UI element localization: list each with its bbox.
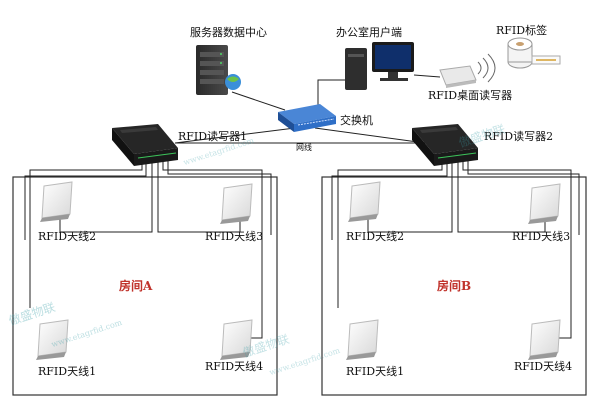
switch-label: 交换机 — [340, 114, 373, 127]
antenna-icon — [528, 319, 561, 360]
antenna-icon — [40, 181, 73, 222]
room-b-antenna-1-label: RFID天线1 — [346, 365, 405, 378]
antenna-icon — [346, 319, 379, 360]
antenna-icon — [348, 181, 381, 222]
antenna-icon — [220, 183, 253, 224]
rfid-reader-2-icon — [412, 124, 478, 166]
antenna-icon — [528, 183, 561, 224]
room-a-wall — [12, 176, 278, 396]
room-b-antennas — [346, 181, 561, 360]
room-a-label: 房间A — [119, 279, 153, 293]
desktop-reader-label: RFID桌面读写器 — [428, 89, 513, 102]
reader-1-label: RFID读写器1 — [178, 130, 248, 143]
room-a-antenna-1-label: RFID天线1 — [38, 365, 97, 378]
antenna-icon — [220, 319, 253, 360]
room-a-antennas — [36, 181, 253, 360]
room-b-antenna-4-label: RFID天线4 — [514, 360, 573, 373]
server-label: 服务器数据中心 — [190, 26, 267, 39]
cable-label: 网线 — [296, 143, 312, 152]
rfid-tag-icon — [507, 37, 561, 69]
server-icon — [196, 45, 241, 95]
room-b-antenna-3-label: RFID天线3 — [512, 230, 571, 243]
rfid-tag-label: RFID标签 — [496, 24, 548, 37]
desktop-reader-icon — [413, 53, 496, 88]
room-b-wall — [321, 176, 587, 396]
network-switch-icon — [278, 104, 336, 132]
room-b-label: 房间B — [437, 279, 472, 293]
room-a-antenna-4-label: RFID天线4 — [205, 360, 264, 373]
office-computer-icon — [345, 42, 414, 90]
reader-2-label: RFID读写器2 — [484, 130, 554, 143]
rfid-reader-1-icon — [112, 124, 178, 166]
room-b-antenna-2-label: RFID天线2 — [346, 230, 405, 243]
room-a-antenna-2-label: RFID天线2 — [38, 230, 97, 243]
antenna-icon — [36, 319, 69, 360]
network-cables — [174, 79, 426, 144]
room-a-antenna-3-label: RFID天线3 — [205, 230, 264, 243]
office-label: 办公室用户端 — [336, 26, 402, 39]
